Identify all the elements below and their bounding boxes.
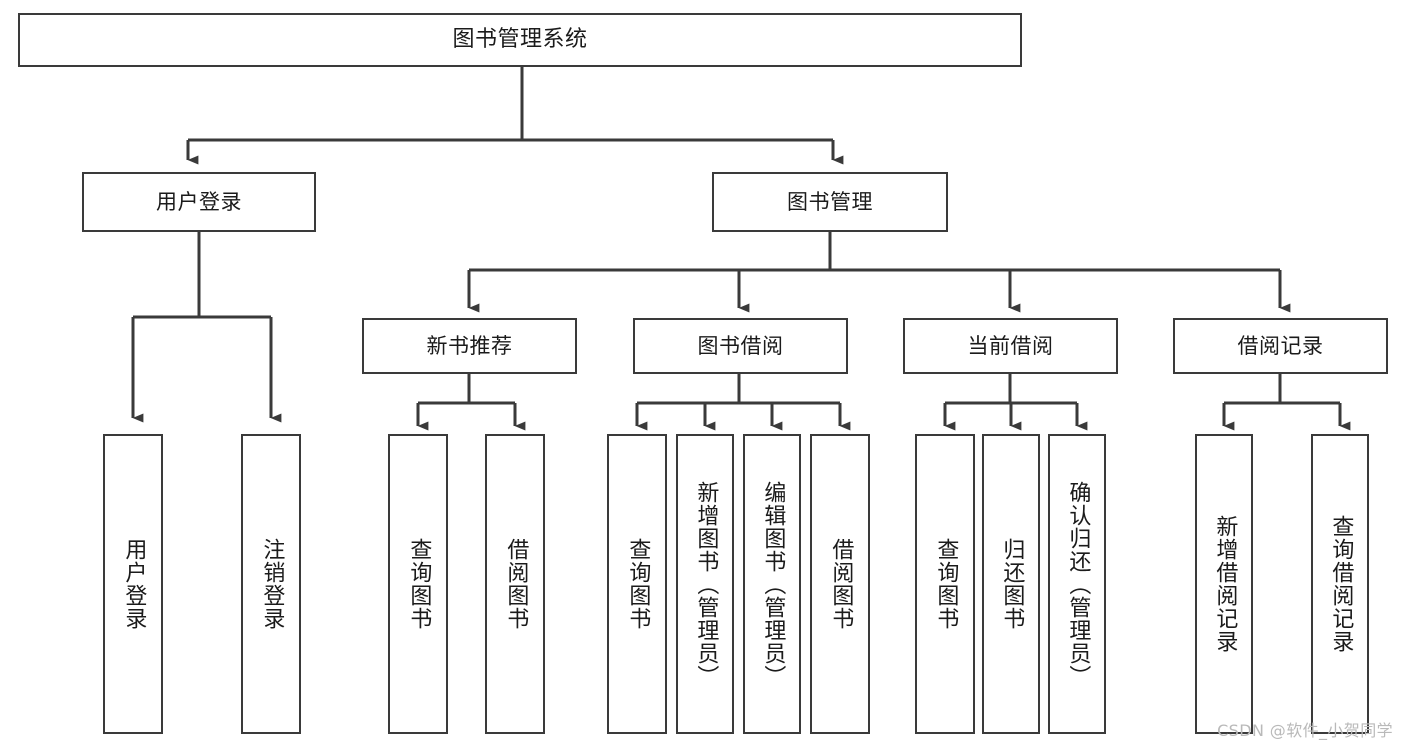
node-label: 新增图书（管理员）	[693, 480, 719, 688]
node-label: 查询图书	[406, 538, 432, 630]
node-label: 图书管理系统	[452, 27, 588, 53]
node-label: 当前借阅	[967, 333, 1054, 358]
leaf-borrow-borrow-book[interactable]: 借阅图书	[810, 434, 870, 734]
leaf-recommend-query-book[interactable]: 查询图书	[388, 434, 448, 734]
node-label: 新书推荐	[426, 333, 513, 358]
leaf-current-return-book[interactable]: 归还图书	[982, 434, 1040, 734]
leaf-user-login[interactable]: 用户登录	[103, 434, 163, 734]
node-label: 新增借阅记录	[1212, 515, 1238, 653]
leaf-borrow-query-book[interactable]: 查询图书	[607, 434, 667, 734]
node-label: 用户登录	[121, 538, 147, 630]
node-label: 图书借阅	[697, 333, 784, 358]
node-label: 借阅图书	[503, 538, 529, 630]
leaf-record-query-borrow-record[interactable]: 查询借阅记录	[1311, 434, 1369, 734]
leaf-borrow-add-book-admin[interactable]: 新增图书（管理员）	[676, 434, 734, 734]
node-new-book-recommend[interactable]: 新书推荐	[362, 318, 577, 374]
leaf-record-add-borrow-record[interactable]: 新增借阅记录	[1195, 434, 1253, 734]
node-label: 图书管理	[787, 189, 873, 214]
node-label: 用户登录	[156, 189, 242, 214]
leaf-current-query-book[interactable]: 查询图书	[915, 434, 975, 734]
node-label: 确认归还（管理员）	[1065, 480, 1091, 688]
leaf-current-confirm-return-admin[interactable]: 确认归还（管理员）	[1048, 434, 1106, 734]
node-label: 借阅记录	[1237, 333, 1324, 358]
node-current-borrow[interactable]: 当前借阅	[903, 318, 1118, 374]
node-book-management[interactable]: 图书管理	[712, 172, 948, 232]
node-label: 编辑图书（管理员）	[760, 480, 786, 688]
leaf-logout[interactable]: 注销登录	[241, 434, 301, 734]
node-label: 查询借阅记录	[1328, 515, 1354, 653]
leaf-recommend-borrow-book[interactable]: 借阅图书	[485, 434, 545, 734]
node-user-login[interactable]: 用户登录	[82, 172, 316, 232]
node-borrow-record[interactable]: 借阅记录	[1173, 318, 1388, 374]
csdn-watermark: CSDN @软件_小贺同学	[1217, 721, 1393, 740]
node-label: 查询图书	[625, 538, 651, 630]
leaf-borrow-edit-book-admin[interactable]: 编辑图书（管理员）	[743, 434, 801, 734]
node-root-book-management-system[interactable]: 图书管理系统	[18, 13, 1022, 67]
node-label: 注销登录	[259, 538, 285, 630]
node-label: 查询图书	[933, 538, 959, 630]
node-book-borrow[interactable]: 图书借阅	[633, 318, 848, 374]
node-label: 借阅图书	[828, 538, 854, 630]
node-label: 归还图书	[999, 538, 1025, 630]
